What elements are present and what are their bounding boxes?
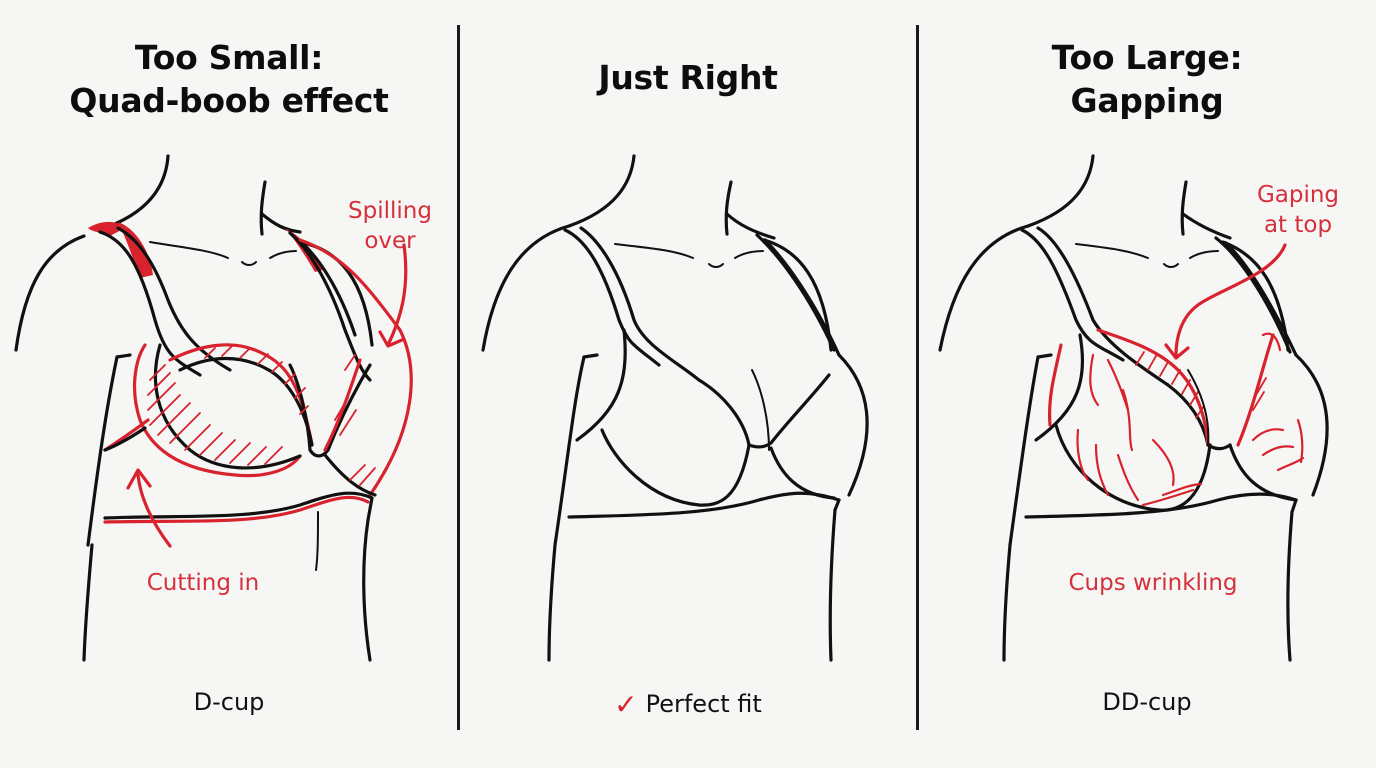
annotation-line-1: Cutting in: [146, 570, 260, 596]
panel-caption: ✓Perfect fit: [459, 688, 917, 721]
annotation-line-2: at top: [1263, 212, 1333, 238]
panel-title: Too Large: Gapping: [918, 36, 1376, 122]
annotation-line-1: Gaping: [1256, 182, 1340, 208]
panel-too-large: Too Large: Gapping: [918, 0, 1376, 768]
checkmark-icon: ✓: [614, 688, 638, 721]
panel-title: Too Small: Quad-boob effect: [0, 36, 458, 122]
panel-just-right: Just Right ✓Perfect fit: [459, 0, 917, 768]
illustration-too-small: [14, 154, 413, 662]
title-line-1: Too Small:: [134, 38, 324, 77]
annotation-gaping-at-top: Gaping at top: [1248, 180, 1348, 240]
annotation-line-1: Cups wrinkling: [1068, 570, 1238, 596]
annotation-line-1: Spilling: [348, 198, 432, 224]
title-line-2: Gapping: [1070, 81, 1224, 120]
annotation-spilling-over: Spilling over: [335, 196, 445, 256]
title-line-1: Just Right: [598, 58, 778, 97]
title-line-2: Quad-boob effect: [69, 81, 389, 120]
panel-too-small: Too Small: Quad-boob effect: [0, 0, 458, 768]
annotation-cups-wrinkling: Cups wrinkling: [1048, 568, 1258, 598]
panel-caption: D-cup: [193, 688, 265, 716]
panel-divider-right: [916, 25, 919, 730]
panel-divider-left: [457, 25, 460, 730]
illustration-just-right: [481, 154, 869, 662]
caption-text: Perfect fit: [645, 690, 762, 718]
panel-title: Just Right: [459, 56, 917, 99]
illustration-too-large: [938, 154, 1329, 662]
annotation-cutting-in: Cutting in: [128, 568, 278, 598]
title-line-1: Too Large:: [1051, 38, 1243, 77]
panel-caption: DD-cup: [1102, 688, 1192, 716]
annotation-line-2: over: [364, 228, 416, 254]
